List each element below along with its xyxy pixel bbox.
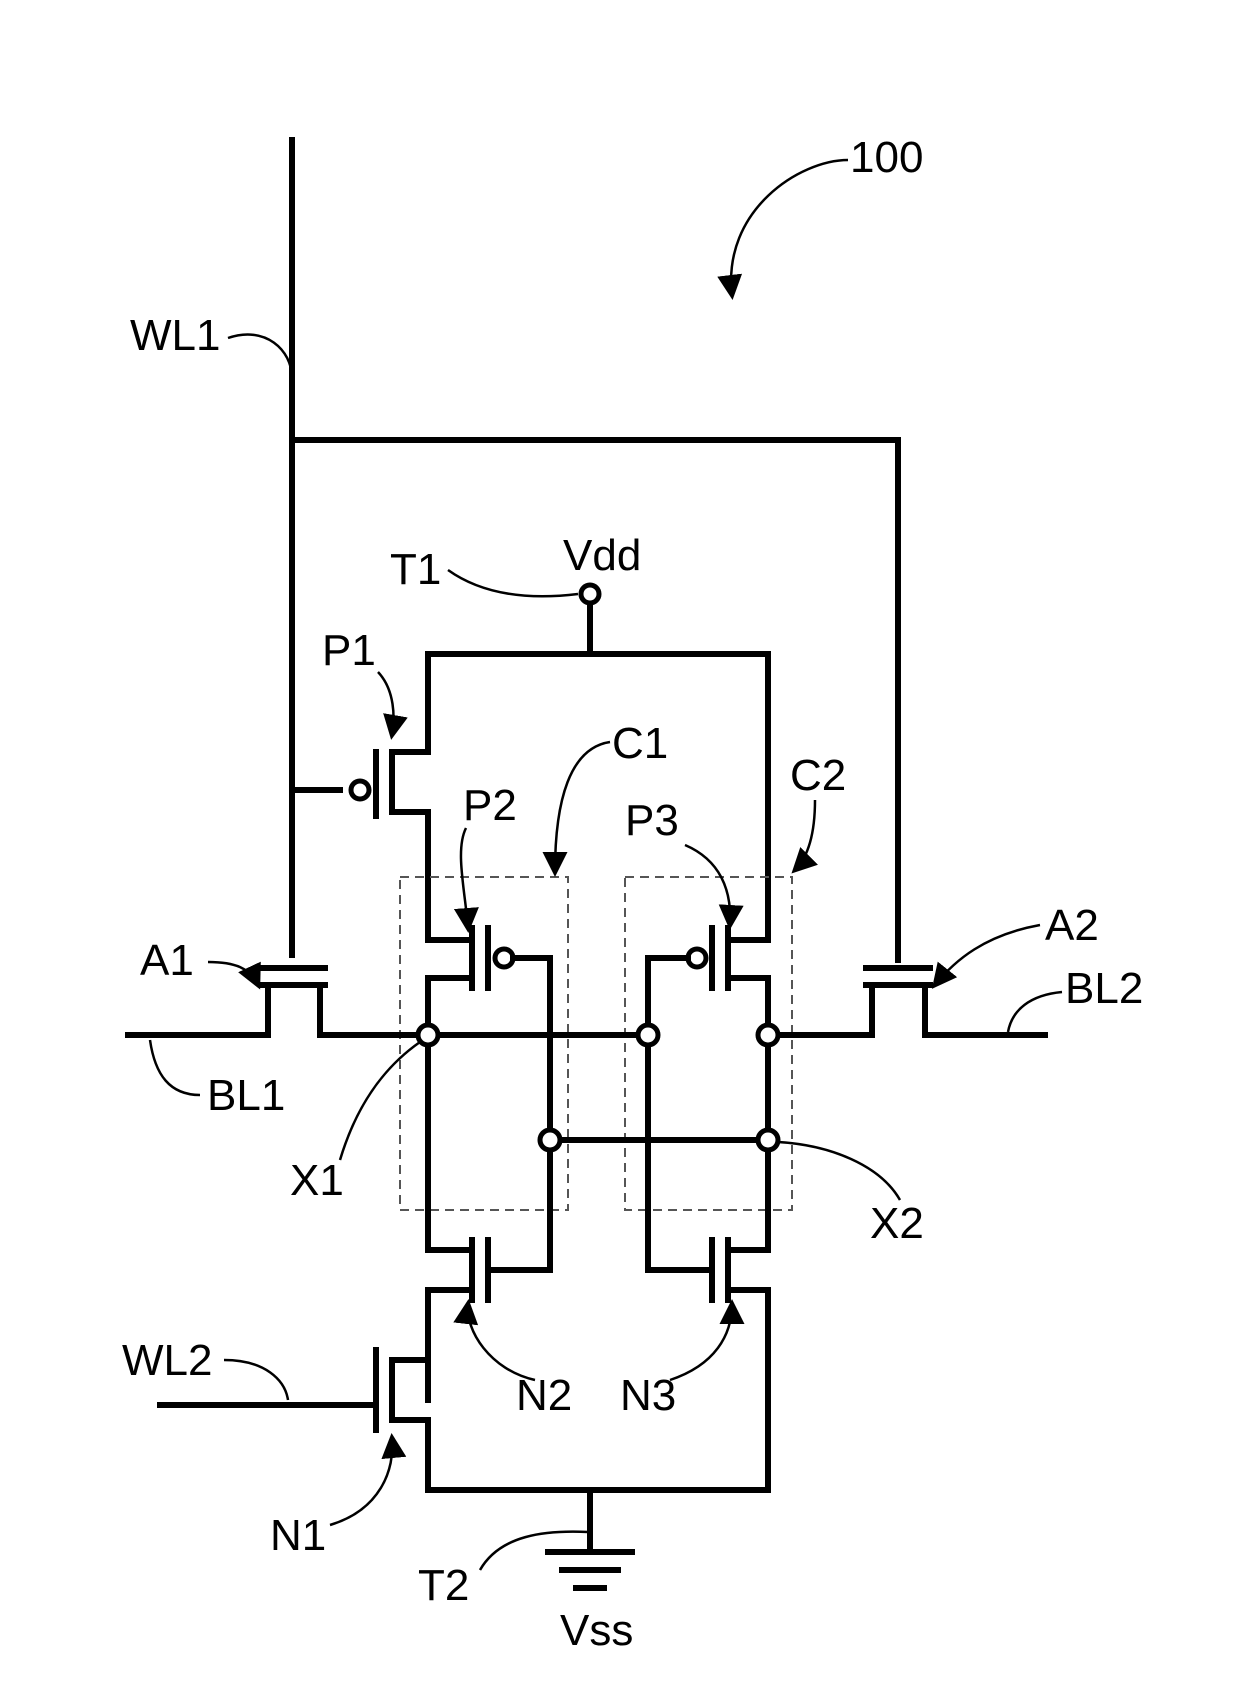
label-p1: P1 [322, 626, 376, 675]
label-a1: A1 [140, 936, 194, 985]
leader-n3 [670, 1304, 732, 1380]
node-a2-drain [758, 1025, 778, 1045]
node-c1-input [540, 1130, 560, 1150]
p1-gate-bubble [351, 781, 369, 799]
label-n1: N1 [270, 1511, 326, 1560]
leader-x1 [340, 1042, 420, 1160]
label-x1: X1 [290, 1156, 344, 1205]
leader-a2 [935, 925, 1040, 985]
leader-wl1 [228, 334, 292, 378]
leader-bl1 [150, 1040, 200, 1095]
leader-c2 [795, 800, 815, 870]
label-t2: T2 [418, 1561, 469, 1610]
node-x1 [418, 1025, 438, 1045]
leader-n1 [330, 1438, 392, 1525]
label-bl2: BL2 [1065, 964, 1143, 1013]
leader-x2 [778, 1142, 900, 1200]
label-wl2: WL2 [122, 1336, 212, 1385]
label-p3: P3 [625, 796, 679, 845]
label-c2: C2 [790, 751, 846, 800]
transistor-n1 [160, 1350, 768, 1490]
leader-t1 [448, 570, 578, 596]
cross-coupling-wires [320, 1035, 768, 1140]
vss-ground [548, 1490, 632, 1588]
transistor-p3 [648, 920, 768, 1270]
label-c1: C1 [612, 719, 668, 768]
transistor-n3 [712, 1032, 768, 1490]
label-bl1: BL1 [207, 1071, 285, 1120]
label-wl1: WL1 [130, 311, 220, 360]
label-t1: T1 [390, 545, 441, 594]
transistor-n2 [428, 1032, 550, 1400]
label-vdd: Vdd [563, 531, 641, 580]
leader-n2 [468, 1304, 535, 1380]
transistor-p2 [428, 912, 550, 1140]
node-c2-input [638, 1025, 658, 1045]
vdd-terminal-t1 [581, 585, 599, 603]
label-a2: A2 [1045, 901, 1099, 950]
leader-p1 [378, 672, 394, 735]
leader-a1 [208, 962, 258, 985]
label-n3: N3 [620, 1371, 676, 1420]
leader-bl2 [1008, 992, 1062, 1032]
leader-c1 [555, 742, 610, 872]
label-x2: X2 [870, 1199, 924, 1248]
figure-number-arrow [731, 160, 848, 295]
node-x2 [758, 1130, 778, 1150]
label-p2: P2 [463, 781, 517, 830]
leader-wl2 [224, 1360, 288, 1400]
transistor-a2 [768, 968, 1045, 1035]
leader-p3 [685, 845, 730, 925]
label-vss: Vss [560, 1606, 633, 1655]
figure-number: 100 [850, 133, 923, 182]
